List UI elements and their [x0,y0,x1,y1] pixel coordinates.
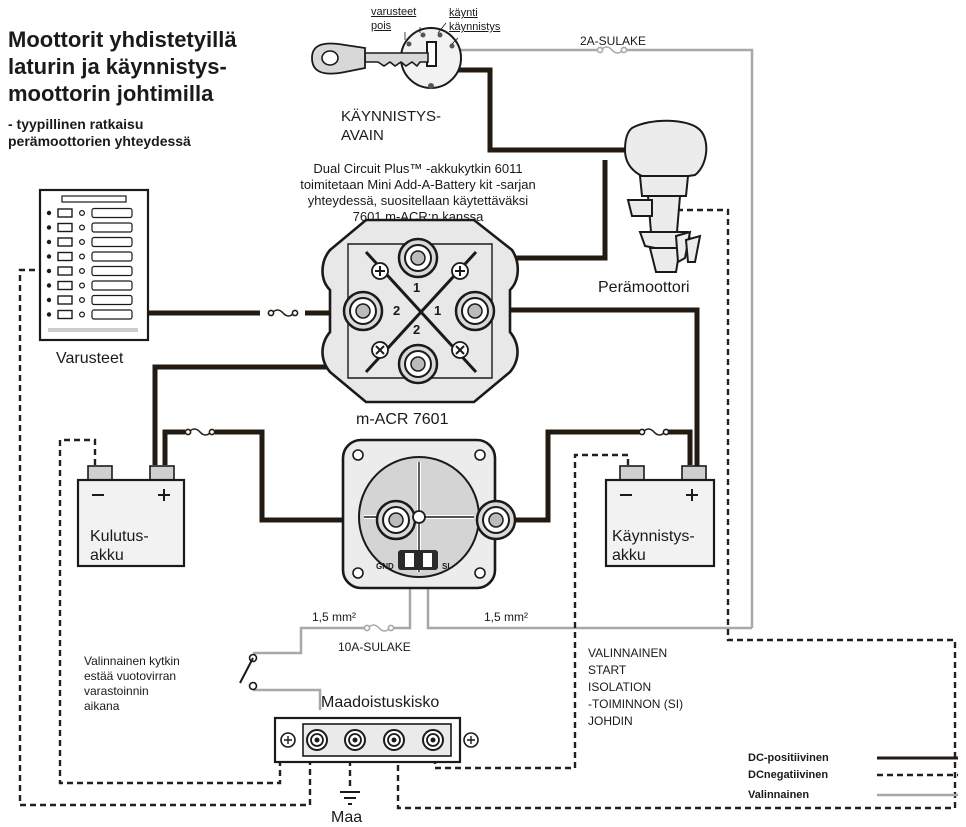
wire-size-right: 1,5 mm² [484,610,529,624]
outboard-label: Perämoottori [598,279,690,296]
si-note-3: ISOLATION [588,680,652,694]
panel-breaker-row [46,222,133,233]
key-label-1: KÄYNNISTYS- [341,108,442,125]
optional-switch-note-3: varastoinnin [84,684,149,698]
outboard-motor-icon [623,119,708,273]
accessories-label: Varusteet [56,350,124,367]
optional-switch-note-4: aikana [84,699,120,713]
panel-breaker-row [46,265,133,277]
legend-positive: DC-positiivinen [748,752,829,764]
accessories-panel [38,188,150,342]
legend-lines [877,756,958,797]
optional-switch [239,653,258,691]
title-line-3: moottorin johtimilla [8,81,214,106]
subtitle-line-2: perämoottorien yhteydessä [8,133,191,149]
house-battery-label-1: Kulutus- [90,528,149,545]
macr-7601 [341,438,517,590]
title-line-2: laturin ja käynnistys- [8,54,227,79]
macr-label: m-ACR 7601 [356,411,449,428]
house-battery [76,465,186,568]
key-label-2: AVAIN [341,127,384,144]
switch-note-line-3: yhteydessä, suositellaan käytettäväksi [307,193,529,208]
si-note-2: START [588,663,627,677]
panel-breaker-row [46,309,133,320]
fuse-start [638,428,670,436]
switch-num-top: 1 [413,280,421,295]
legend-optional: Valinnainen [748,789,810,801]
ignition-key [311,22,462,89]
title-line-1: Moottorit yhdistetyillä [8,27,237,52]
optional-switch-note-1: Valinnainen kytkin [84,654,180,668]
panel-breaker-row [46,294,133,306]
subtitle-line-1: - tyypillinen ratkaisu [8,116,144,132]
legend-negative: DCnegatiivinen [748,769,829,781]
start-battery-label-1: Käynnistys- [612,528,695,545]
panel-breaker-row [46,251,133,262]
panel-breaker-rows [46,207,133,320]
page-title: Moottorit yhdistetyillä laturin ja käynn… [8,26,237,107]
switch-note-line-2: toimitetaan Mini Add-A-Battery kit -sarj… [300,177,536,192]
start-battery [604,465,716,568]
switch-note: Dual Circuit Plus™ -akkukytkin 6011 toim… [248,161,588,225]
fuse-accessories [267,309,299,317]
positive-wires [148,58,700,523]
si-note-1: VALINNAINEN [588,646,668,660]
wire-size-left: 1,5 mm² [312,610,357,624]
key-pos-run: käynti [449,7,478,19]
ground-label: Maa [331,809,363,826]
optional-switch-note: Valinnainen kytkin estää vuotovirran var… [84,654,180,714]
house-battery-label-2: akku [90,547,124,564]
si-note-4: -TOIMINNON (SI) [588,697,684,711]
key-pos-accessories-2: pois [371,20,392,32]
fuse-10a [363,624,395,632]
switch-note-line-1: Dual Circuit Plus™ -akkukytkin 6011 [313,161,523,176]
fuse-house [184,428,216,436]
ground-symbol [340,791,360,805]
fuse-2a-label: 2A-SULAKE [580,34,647,48]
dual-circuit-switch [321,218,520,404]
fuse-10a-label: 10A-SULAKE [338,640,411,654]
panel-breaker-row [46,236,133,248]
si-note-5: JOHDIN [588,714,633,728]
macr-si-label: SI [442,562,450,571]
key-pos-start: käynnistys [449,21,501,33]
ground-bus [273,716,479,764]
panel-breaker-row [46,280,133,291]
switch-num-bottom: 2 [413,322,421,337]
switch-note-line-4: 7601 m-ACR:n kanssa [352,209,484,224]
start-battery-label-2: akku [612,547,646,564]
si-note: VALINNAINEN START ISOLATION -TOIMINNON (… [588,645,683,730]
key-pos-accessories-1: varusteet [371,6,417,18]
negative-wires [18,208,957,810]
ground-bus-label: Maadoistuskisko [321,694,440,711]
panel-breaker-row [46,207,133,219]
switch-num-right: 1 [434,303,442,318]
switch-num-left: 2 [393,303,401,318]
optional-switch-note-2: estää vuotovirran [84,669,177,683]
page-subtitle: - tyypillinen ratkaisu perämoottorien yh… [8,116,191,150]
macr-gnd-label: GND [376,562,394,571]
